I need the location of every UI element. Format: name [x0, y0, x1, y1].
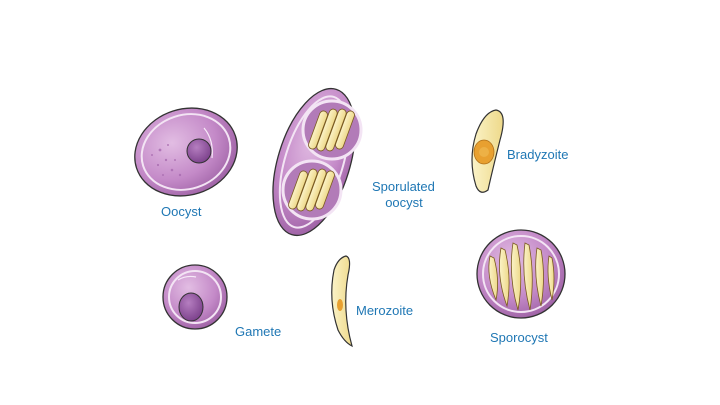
merozoite-label: Merozoite [356, 303, 414, 318]
oocyst-illustration [134, 107, 238, 197]
oocyst-label: Oocyst [161, 204, 202, 219]
sporulated-oocyst-label-line2: oocyst [385, 195, 423, 210]
sporulated-oocyst-label-line1: Sporulated [372, 179, 435, 194]
merozoite-illustration [331, 255, 353, 348]
gamete-label: Gamete [235, 324, 282, 339]
bradyzoite-label: Bradyzoite [507, 147, 569, 162]
bradyzoite-illustration [471, 109, 504, 193]
gamete-illustration [162, 264, 228, 330]
sporocyst-label: Sporocyst [490, 330, 548, 345]
sporulated-oocyst-illustration [272, 87, 363, 237]
sporocyst-illustration [476, 229, 566, 319]
